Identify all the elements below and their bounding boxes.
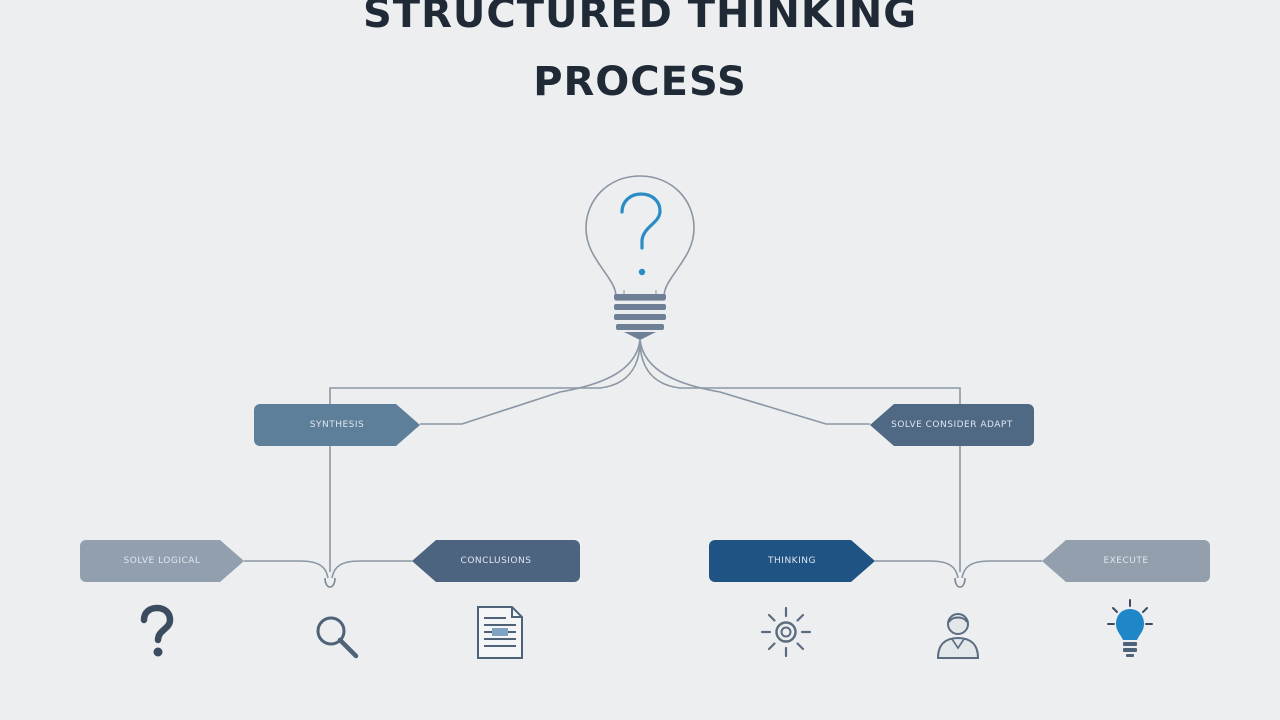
- tag-solve-consider-adapt: SOLVE CONSIDER ADAPT: [870, 404, 1034, 446]
- magnifier-icon: [316, 616, 359, 659]
- tag-label: EXECUTE: [1103, 556, 1149, 566]
- lightbulb-question-icon: [585, 175, 695, 340]
- tag-thinking: THINKING: [709, 540, 875, 582]
- document-icon: [477, 606, 523, 659]
- tag-execute: EXECUTE: [1042, 540, 1210, 582]
- person-icon: [936, 613, 980, 659]
- tag-label: THINKING: [768, 556, 816, 566]
- tag-label: SOLVE LOGICAL: [123, 556, 201, 566]
- tag-conclusions: CONCLUSIONS: [412, 540, 580, 582]
- question-mark-icon: [140, 604, 174, 657]
- tag-solve-logical: SOLVE LOGICAL: [80, 540, 244, 582]
- tag-label: SOLVE CONSIDER ADAPT: [891, 420, 1013, 430]
- tag-synthesis: SYNTHESIS: [254, 404, 420, 446]
- tag-label: SYNTHESIS: [309, 420, 365, 430]
- lightbulb-icon: [1107, 599, 1153, 657]
- tag-label: CONCLUSIONS: [460, 556, 532, 566]
- sun-icon: [760, 606, 812, 658]
- page-title-line-2: PROCESS: [533, 59, 747, 105]
- page-title-line-1: STRUCTURED THINKING: [362, 0, 918, 37]
